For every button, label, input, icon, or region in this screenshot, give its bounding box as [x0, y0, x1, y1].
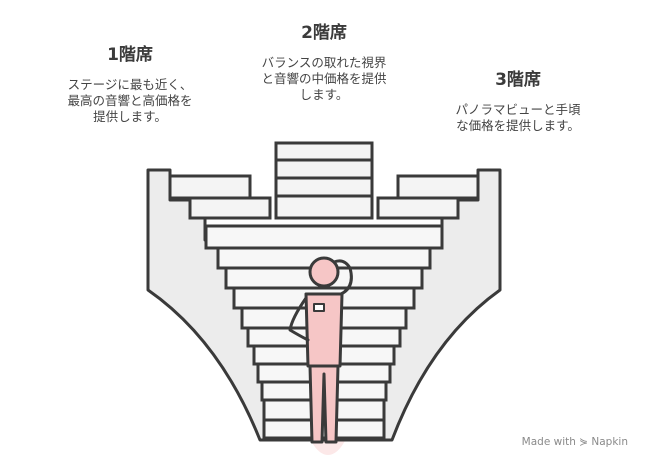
tier-3-desc-line-1: パノラマビューと手頃 [455, 102, 581, 117]
tier-3-desc-line-2: な価格を提供します。 [456, 118, 580, 133]
tier-3-title: 3階席 [495, 70, 541, 90]
person-head [308, 256, 340, 288]
right-balcony [376, 174, 480, 220]
person-arm-left [288, 296, 310, 342]
tier-3-description: パノラマビューと手頃 な価格を提供します。 [428, 102, 608, 134]
person-legs [308, 364, 340, 444]
center-tower [274, 141, 374, 220]
credit-brand: Napkin [591, 436, 628, 448]
made-with-credit[interactable]: Made with ⋟ Napkin [522, 436, 628, 448]
credit-prefix: Made with [521, 436, 576, 448]
tier-1-block: 1階席 ステージに最も近く、 最高の音響と高価格を 提供します。 [40, 40, 220, 125]
tier-2-desc-line-3: します。 [299, 87, 349, 102]
tier-2-description: バランスの取れた視界 と音響の中価格を提供 します。 [234, 55, 414, 103]
tier-1-desc-line-1: ステージに最も近く、 [67, 77, 193, 92]
person-figure [288, 256, 353, 444]
tier-3-block: 3階席 パノラマビューと手頃 な価格を提供します。 [428, 65, 608, 134]
person-badge [313, 303, 325, 312]
napkin-logo-icon: ⋟ [579, 436, 589, 448]
tier-2-desc-line-2: と音響の中価格を提供 [261, 71, 387, 86]
left-balcony [168, 174, 272, 220]
tier-1-desc-line-3: 提供します。 [93, 109, 167, 124]
person-arm-raised [332, 259, 353, 298]
tier-2-block: 2階席 バランスの取れた視界 と音響の中価格を提供 します。 [234, 18, 414, 103]
tier-1-description: ステージに最も近く、 最高の音響と高価格を 提供します。 [40, 77, 220, 125]
tier-1-title: 1階席 [107, 45, 153, 65]
tier-2-desc-line-1: バランスの取れた視界 [261, 55, 387, 70]
tier-2-title: 2階席 [301, 23, 347, 43]
tier-1-desc-line-2: 最高の音響と高価格を [67, 93, 193, 108]
